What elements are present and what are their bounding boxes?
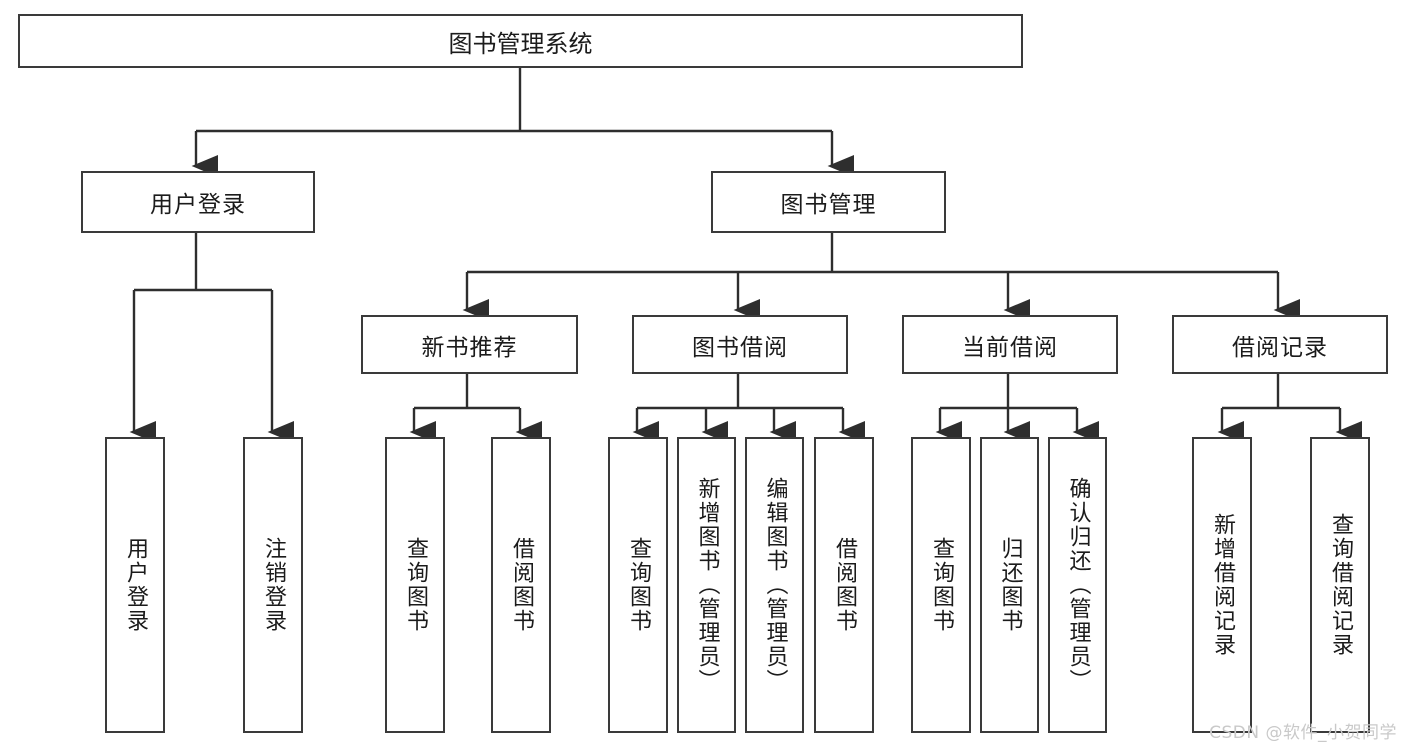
watermark-text: CSDN @软件_小贺同学 [1209, 723, 1397, 743]
node-label: 用户登录 [122, 537, 148, 633]
leaf-current-borrow-confirm-return[interactable]: 确认归还（管理员） [1048, 437, 1107, 733]
node-label: 新增图书（管理员） [694, 477, 720, 693]
leaf-new-book-query[interactable]: 查询图书 [385, 437, 445, 733]
leaf-user-login-signout[interactable]: 注销登录 [243, 437, 303, 733]
leaf-current-borrow-query[interactable]: 查询图书 [911, 437, 971, 733]
node-user-login[interactable]: 用户登录 [81, 171, 315, 233]
leaf-user-login-signin[interactable]: 用户登录 [105, 437, 165, 733]
node-root-system[interactable]: 图书管理系统 [18, 14, 1023, 68]
node-current-borrow[interactable]: 当前借阅 [902, 315, 1118, 374]
leaf-book-borrow-add[interactable]: 新增图书（管理员） [677, 437, 736, 733]
node-label: 图书管理系统 [448, 29, 593, 58]
node-label: 新增借阅记录 [1209, 513, 1235, 657]
node-label: 图书管理 [780, 192, 877, 218]
node-label: 注销登录 [260, 537, 286, 633]
leaf-book-borrow-lend[interactable]: 借阅图书 [814, 437, 874, 733]
node-label: 归还图书 [997, 537, 1023, 633]
node-label: 新书推荐 [421, 334, 518, 361]
leaf-book-borrow-edit[interactable]: 编辑图书（管理员） [745, 437, 804, 733]
leaf-borrow-record-add[interactable]: 新增借阅记录 [1192, 437, 1252, 733]
node-label: 查询图书 [402, 537, 428, 633]
leaf-book-borrow-query[interactable]: 查询图书 [608, 437, 668, 733]
node-label: 查询图书 [625, 537, 651, 633]
node-label: 查询图书 [928, 537, 954, 633]
node-borrow-record[interactable]: 借阅记录 [1172, 315, 1388, 374]
node-book-borrow[interactable]: 图书借阅 [632, 315, 848, 374]
leaf-current-borrow-return[interactable]: 归还图书 [980, 437, 1039, 733]
node-label: 编辑图书（管理员） [762, 477, 788, 693]
node-new-book-recommend[interactable]: 新书推荐 [361, 315, 578, 374]
node-label: 确认归还（管理员） [1065, 477, 1091, 693]
leaf-borrow-record-query[interactable]: 查询借阅记录 [1310, 437, 1370, 733]
node-label: 借阅记录 [1232, 334, 1328, 361]
node-label: 借阅图书 [831, 537, 857, 633]
node-book-management[interactable]: 图书管理 [711, 171, 946, 233]
node-label: 查询借阅记录 [1327, 513, 1353, 657]
node-label: 用户登录 [150, 192, 246, 218]
leaf-new-book-borrow[interactable]: 借阅图书 [491, 437, 551, 733]
node-label: 当前借阅 [962, 334, 1058, 361]
node-label: 图书借阅 [692, 334, 788, 361]
node-label: 借阅图书 [508, 537, 534, 633]
